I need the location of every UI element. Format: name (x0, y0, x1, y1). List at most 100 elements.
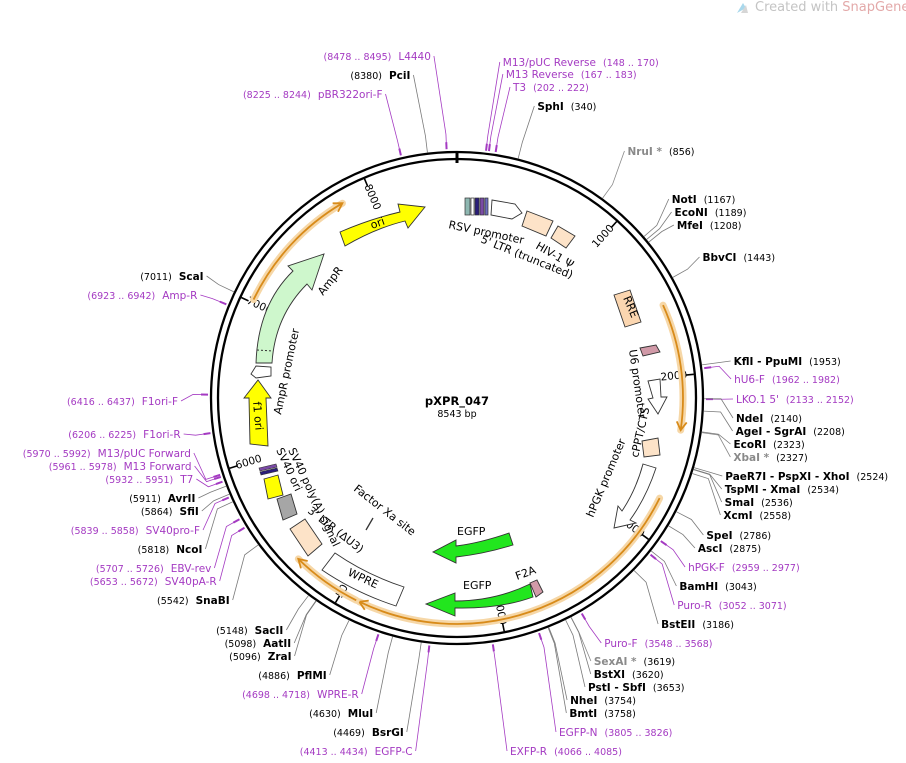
leader-line (701, 432, 731, 458)
site-m13-forward: (5961 .. 5978)M13 Forward (49, 461, 222, 483)
site-sacii: (5148)SacII (216, 595, 309, 637)
feature-rre (613, 289, 642, 328)
site-coord: (6416 .. 6437) (67, 397, 135, 408)
site-wpre-r: (4698 .. 4718)WPRE-R (242, 633, 380, 701)
feature-factor-xa-tick (365, 517, 374, 531)
site-scai: (7011)ScaI (140, 271, 235, 293)
leader-line (194, 465, 219, 483)
site-label: PstI - SbfI(3653) (588, 682, 685, 694)
leader-line (385, 93, 401, 153)
site-name: EcoRI (734, 439, 767, 451)
site-label: (5864)SfiI (141, 506, 199, 518)
site-name: SphI (537, 101, 563, 113)
site-coord: (2323) (773, 440, 805, 451)
site-m13-reverse: M13 Reverse(167 .. 183) (487, 69, 637, 152)
site-coord: (2558) (760, 511, 792, 522)
site-name: SV40pA-R (165, 576, 217, 588)
site-bmti: BmtI(3758) (547, 627, 636, 720)
label-egfp-outer: EGFP (463, 579, 492, 592)
site-name: AvrII (168, 493, 196, 505)
site-name: NcoI (176, 544, 202, 556)
site-label: BamHI(3043) (679, 581, 756, 593)
site-hpgk-f: hPGK-F(2959 .. 2977) (660, 540, 800, 574)
site-coord: (202 .. 222) (533, 83, 589, 94)
site-coord: (2327) (776, 453, 808, 464)
site-coord: (7011) (140, 272, 172, 283)
site-label: (4698 .. 4718)WPRE-R (242, 689, 359, 701)
leader-line (663, 542, 686, 568)
site-coord: (2536) (761, 498, 793, 509)
site-psti-sbfi: PstI - SbfI(3653) (565, 619, 685, 694)
leader-line (329, 620, 350, 676)
site-label: (6416 .. 6437)F1ori-F (67, 396, 178, 408)
feature-rsv-promoter (464, 197, 489, 216)
site-label: BbvCI(1443) (702, 252, 775, 264)
leader-line (486, 61, 501, 148)
site-name: EBV-rev (171, 563, 212, 575)
site-label: EGFP-N(3805 .. 3826) (559, 727, 672, 739)
leader-line (286, 595, 309, 631)
site-bstxi: BstXI(3620) (570, 616, 664, 681)
leader-line (219, 528, 243, 582)
site-name: PflMI (297, 670, 327, 682)
site-name: SexAI * (594, 656, 637, 668)
site-xcmi: XcmI(2558) (692, 473, 791, 522)
site-pflmi: (4886)PflMI (258, 620, 350, 682)
site-name: M13 Forward (124, 461, 192, 473)
feature-sv40-promoter-bands (258, 463, 279, 476)
site-name: Amp-R (162, 290, 197, 302)
site-kfli-ppumi: KflI - PpuMI(1953) (701, 356, 841, 368)
orf-arc-1 (358, 497, 661, 625)
site-name: BstEII (661, 619, 695, 631)
feature-ltr3 (289, 518, 323, 557)
leader-line (200, 294, 224, 304)
label-ori: ori (369, 215, 387, 232)
site-coord: (2524) (857, 472, 889, 483)
site-agei-sgrai: AgeI - SgrAI(2208) (703, 410, 845, 438)
site-label: (5911) AvrII (129, 493, 195, 505)
site-label: (5818)NcoI (138, 544, 203, 556)
leader-line (539, 635, 557, 733)
site-l4440: (8478 .. 8495)L4440 (323, 51, 448, 150)
site-coord: (1962 .. 1982) (772, 375, 840, 386)
leader-line (652, 556, 675, 606)
feature-lko-box (639, 344, 661, 357)
site-mfei: MfeI(1208) (648, 220, 742, 243)
site-label: (4469)BsrGI (333, 727, 404, 739)
site-name: SpeI (706, 530, 732, 542)
site-asci: AscI(2875) (668, 525, 761, 555)
site-label: EXFP-R(4066 .. 4085) (510, 746, 622, 758)
site-label: MfeI(1208) (677, 220, 742, 232)
site-coord: (5098) (225, 639, 257, 650)
label-hpgk-promoter: hPGK promoter (584, 436, 629, 519)
site-label: SphI(340) (537, 101, 596, 113)
site-label: (5653 .. 5672)SV40pA-R (90, 576, 217, 588)
site-label: NruI *(856) (627, 146, 694, 158)
site-name: BamHI (679, 581, 718, 593)
site-name: M13 Reverse (506, 69, 574, 81)
site-coord: (2140) (770, 414, 802, 425)
site-coord: (8225 .. 8244) (243, 90, 311, 101)
site-econi: EcoNI(1189) (646, 207, 747, 240)
site-xbai-: XbaI *(2327) (701, 432, 808, 464)
site-label: (5970 .. 5992)M13/pUC Forward (23, 448, 191, 460)
leader-line (415, 648, 430, 752)
site-name: L4440 (398, 51, 431, 63)
site-name: PaeR7I - PspXI - XhoI (725, 471, 849, 483)
site-nrui-: NruI *(856) (602, 146, 694, 199)
feature-u6-promoter-arrow (647, 378, 668, 415)
site-coord: (5911) (129, 494, 161, 505)
site-name: BmtI (569, 708, 597, 720)
site-name: PstI - SbfI (588, 682, 646, 694)
leader-line (701, 360, 731, 366)
site-label: EcoNI(1189) (675, 207, 747, 219)
leader-line (650, 550, 677, 587)
site-coord: (3754) (604, 696, 636, 707)
leader-line (294, 600, 317, 657)
feature-cppt-box (641, 437, 661, 458)
leader-line (707, 365, 732, 380)
site-avrii: (5911) AvrII (129, 485, 227, 505)
leader-line (413, 74, 428, 153)
site-t3: T3(202 .. 222) (494, 82, 589, 153)
